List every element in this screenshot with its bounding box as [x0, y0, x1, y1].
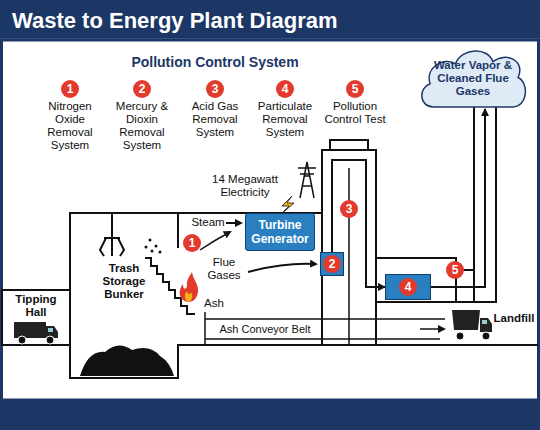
- text-label: Particulate Removal System: [249, 100, 321, 139]
- text-label: Pollution Control Test: [319, 100, 391, 126]
- callout-number: 2: [323, 255, 341, 273]
- fire: [180, 272, 198, 302]
- crane-claw: [100, 238, 124, 256]
- diagram-title: Waste to Energy Plant Diagram: [12, 8, 338, 34]
- baghouse-building: [376, 258, 456, 302]
- callout-number: 3: [340, 200, 358, 218]
- cloud-path: [422, 51, 526, 107]
- text-label: Mercury & Dioxin Removal System: [106, 100, 178, 152]
- ash-truck: [452, 310, 492, 340]
- belt-end: [204, 312, 206, 345]
- garbage-truck: [14, 322, 58, 344]
- belt-bottom: [205, 338, 440, 340]
- text-label: Tipping Hall: [4, 293, 68, 319]
- falling-trash: [145, 239, 162, 254]
- equipment-box: 4: [385, 274, 431, 300]
- ground-right: [376, 344, 538, 346]
- steam-arrow: [226, 222, 241, 224]
- callout-number: 5: [346, 80, 364, 98]
- footer-bar: [0, 400, 540, 430]
- bunker-wall: [177, 213, 179, 248]
- node-text: Turbine Generator: [249, 218, 311, 246]
- text-label: Steam: [188, 216, 228, 229]
- frame: [2, 40, 539, 400]
- node-text: Water Vapor & Cleaned Flue Gases: [431, 59, 515, 98]
- callout-number: 3: [206, 80, 224, 98]
- callout-number: 2: [133, 80, 151, 98]
- text-label: Flue Gases: [202, 256, 246, 282]
- crane-cable: [111, 213, 113, 238]
- equipment-box: 2: [320, 252, 344, 276]
- title-bar: [0, 0, 540, 40]
- text-label: Trash Storage Bunker: [86, 262, 162, 301]
- ground-left: [2, 344, 70, 346]
- text-label: Acid Gas Removal System: [179, 100, 251, 139]
- trash-heap: [80, 345, 174, 376]
- callout-number: 1: [61, 80, 79, 98]
- text-label: Ash: [199, 297, 229, 310]
- hall-wall: [69, 290, 71, 345]
- text-label: Nitrogen Oxide Removal System: [34, 100, 106, 152]
- power-pylon: [298, 162, 316, 198]
- building-outline: [2, 213, 322, 378]
- process-box: Turbine Generator: [245, 213, 315, 251]
- ash-arrow: [420, 328, 444, 330]
- callout-number: 4: [399, 278, 417, 296]
- scrubber-tower: [322, 150, 376, 345]
- callout-number: 1: [183, 234, 201, 252]
- text-label: Pollution Control System: [105, 56, 325, 69]
- flow-connector: [431, 109, 485, 287]
- flue-gas-arrow: [248, 264, 316, 272]
- text-label: Landfill: [490, 312, 538, 325]
- belt-top: [205, 318, 445, 320]
- heat-arrow: [200, 232, 230, 250]
- tower-cap: [330, 140, 368, 150]
- callout-number: 5: [446, 261, 464, 279]
- text-label: 14 Megawatt Electricity: [209, 173, 281, 199]
- fire-core: [185, 291, 192, 302]
- cloud-shape: Water Vapor & Cleaned Flue Gases: [418, 46, 528, 109]
- text-label: Ash Conveyor Belt: [205, 323, 325, 336]
- callout-number: 4: [276, 80, 294, 98]
